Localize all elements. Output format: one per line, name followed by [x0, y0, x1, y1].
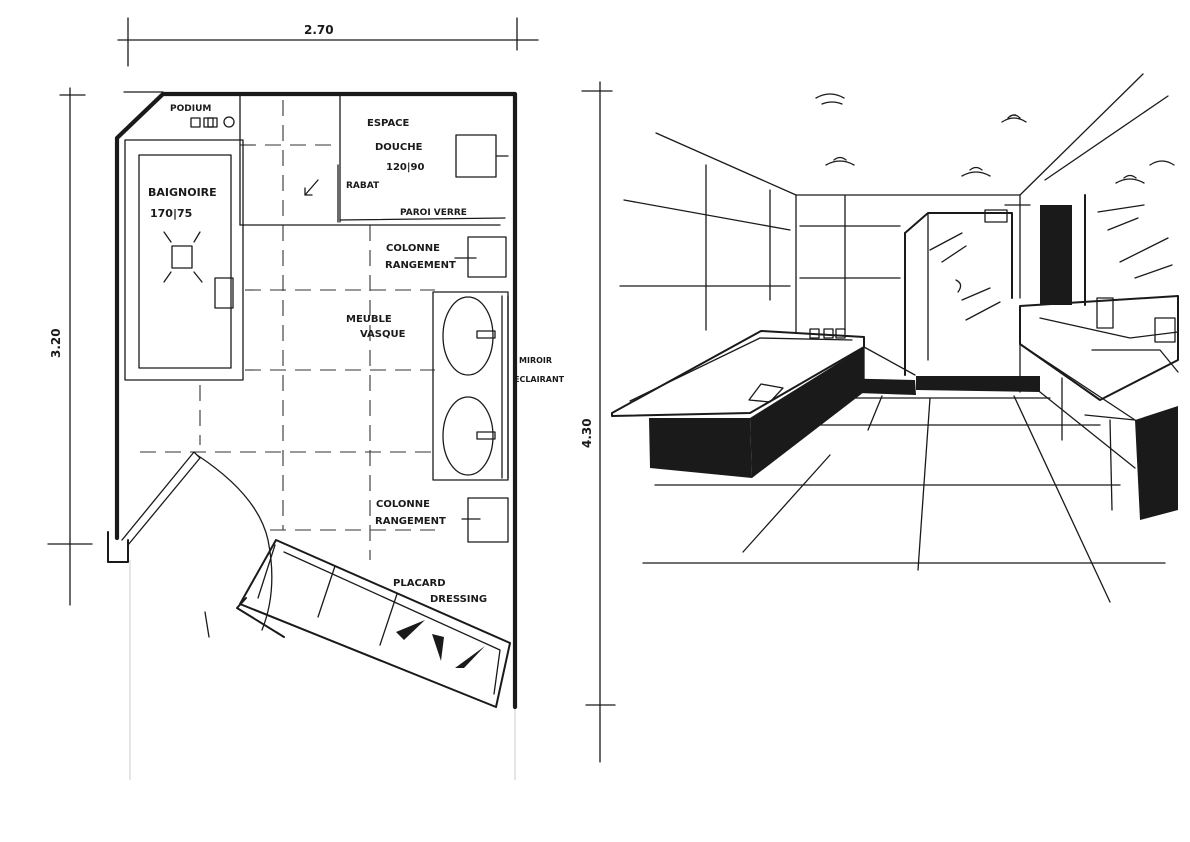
paroi-verre-label: PAROI VERRE [400, 208, 467, 218]
dressing-closet: PLACARD DRESSING [236, 539, 511, 708]
baignoire-label: BAIGNOIRE [148, 186, 217, 199]
douche-size-label: 120|90 [386, 162, 424, 173]
shower-space: ESPACE DOUCHE 120|90 RABAT PAROI VERRE [304, 118, 509, 218]
meuble-label: MEUBLE [346, 314, 392, 325]
perspective-floor-grid [642, 395, 1166, 603]
plan-height-dimension: 3.20 [47, 87, 93, 606]
ceiling-light-icons [815, 93, 1175, 184]
colonne-1-label: COLONNE [386, 243, 440, 254]
bathtub: BAIGNOIRE 170|75 [124, 139, 244, 381]
dressing-label: DRESSING [430, 594, 487, 605]
eclairant-label: ECLAIRANT [514, 375, 565, 384]
perspective-sketch [611, 73, 1179, 603]
douche-label: DOUCHE [375, 142, 423, 153]
plan-height-label: 3.20 [49, 328, 63, 358]
miroir-label: MIROIR [519, 356, 552, 365]
espace-label: ESPACE [367, 118, 410, 129]
floor-tile-grid [140, 100, 435, 560]
vasque-label: VASQUE [360, 329, 406, 340]
floor-plan: PODIUM BAIGNOIRE 170|75 ESPACE DOUCHE 12… [107, 91, 565, 780]
rangement-1-label: RANGEMENT [385, 260, 456, 271]
colonne-2-label: COLONNE [376, 499, 430, 510]
rabat-label: RABAT [346, 181, 380, 191]
plan-width-dimension: 2.70 [117, 17, 539, 67]
perspective-vanity [1019, 194, 1179, 520]
perspective-height-dimension: 4.30 [580, 81, 616, 763]
perspective-height-label: 4.30 [580, 418, 594, 448]
storage-column-2: COLONNE RANGEMENT [375, 497, 509, 543]
double-vanity: MEUBLE VASQUE MIROIR ECLAIRANT [346, 291, 565, 481]
door-swing [121, 451, 273, 638]
placard-label: PLACARD [393, 578, 446, 589]
podium-label: PODIUM [170, 104, 211, 114]
plan-width-label: 2.70 [304, 23, 334, 37]
rangement-2-label: RANGEMENT [375, 516, 446, 527]
baignoire-size-label: 170|75 [150, 207, 192, 220]
perspective-shower [904, 204, 1040, 392]
storage-column-1: COLONNE RANGEMENT [385, 236, 507, 278]
perspective-bathtub [611, 328, 916, 478]
plan-outer-wall [114, 91, 518, 710]
